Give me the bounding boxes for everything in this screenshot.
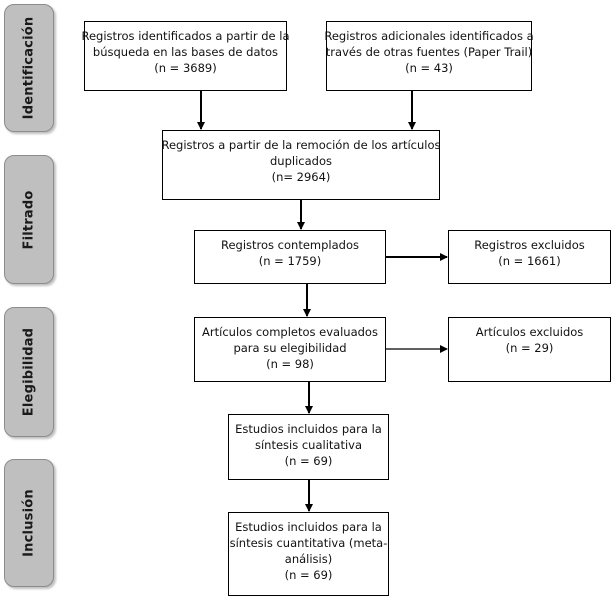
box-full-text-assessed: Artículos completos evaluados para su el… xyxy=(194,317,386,382)
box-full-text-assessed-line-2: para su elegibilidad xyxy=(233,341,347,355)
box-other-source-records-line-3: (n = 43) xyxy=(405,61,453,75)
box-excluded-records: Registros excluidos (n = 1661) xyxy=(448,230,611,284)
box-screened-records: Registros contemplados (n = 1759) xyxy=(194,230,386,284)
box-deduplicated-records-line-3: (n= 2964) xyxy=(271,170,331,184)
box-deduplicated-records-line-1: Registros a partir de la remoción de los… xyxy=(161,138,441,152)
box-excluded-records-line-2: (n = 1661) xyxy=(498,254,561,268)
box-full-text-excluded-line-2: (n = 29) xyxy=(505,341,554,355)
box-qualitative-synthesis-line-3: (n = 69) xyxy=(284,454,333,468)
box-screened-records-line-1: Registros contemplados xyxy=(220,238,359,252)
box-quantitative-synthesis-line-3: análisis) xyxy=(284,552,333,566)
box-other-source-records-line-1: Registros adicionales identificados a xyxy=(324,29,534,43)
box-qualitative-synthesis-line-2: síntesis cualitativa xyxy=(254,438,363,452)
box-quantitative-synthesis-line-2: síntesis cuantitativa (meta- xyxy=(229,536,388,550)
box-database-records-line-3: (n = 3689) xyxy=(154,61,217,75)
phase-inclusion: Inclusión xyxy=(4,459,54,587)
box-deduplicated-records: Registros a partir de la remoción de los… xyxy=(161,130,441,200)
box-full-text-assessed-line-1: Artículos completos evaluados xyxy=(202,325,378,339)
box-quantitative-synthesis-line-4: (n = 69) xyxy=(284,568,333,582)
phase-identificacion-label: Identificación xyxy=(21,16,37,120)
phase-identificacion: Identificación xyxy=(4,4,54,132)
box-qualitative-synthesis-line-1: Estudios incluidos para la xyxy=(235,422,382,436)
box-excluded-records-line-1: Registros excluidos xyxy=(474,238,585,252)
phase-inclusion-label: Inclusión xyxy=(21,489,37,557)
phase-filtrado: Filtrado xyxy=(4,155,54,284)
phase-filtrado-label: Filtrado xyxy=(21,189,37,250)
box-quantitative-synthesis: Estudios incluidos para la síntesis cuan… xyxy=(228,512,389,596)
phase-elegibilidad: Elegibilidad xyxy=(4,307,54,437)
box-full-text-excluded-line-1: Artículos excluidos xyxy=(475,325,584,339)
box-full-text-excluded: Artículos excluidos (n = 29) xyxy=(448,317,611,382)
box-full-text-assessed-line-3: (n = 98) xyxy=(266,357,314,371)
box-database-records-line-1: Registros identificados a partir de la xyxy=(81,29,290,43)
box-quantitative-synthesis-line-1: Estudios incluidos para la xyxy=(235,520,382,534)
box-qualitative-synthesis: Estudios incluidos para la síntesis cual… xyxy=(228,414,389,480)
box-database-records-line-2: búsqueda en las bases de datos xyxy=(92,45,279,59)
box-other-source-records: Registros adicionales identificados a tr… xyxy=(324,21,534,91)
phase-elegibilidad-label: Elegibilidad xyxy=(21,327,37,417)
box-screened-records-line-2: (n = 1759) xyxy=(258,254,322,268)
box-other-source-records-line-2: través de otras fuentes (Paper Trail) xyxy=(325,45,533,59)
box-deduplicated-records-line-2: duplicados xyxy=(270,154,332,168)
box-database-records: Registros identificados a partir de la b… xyxy=(81,21,290,91)
